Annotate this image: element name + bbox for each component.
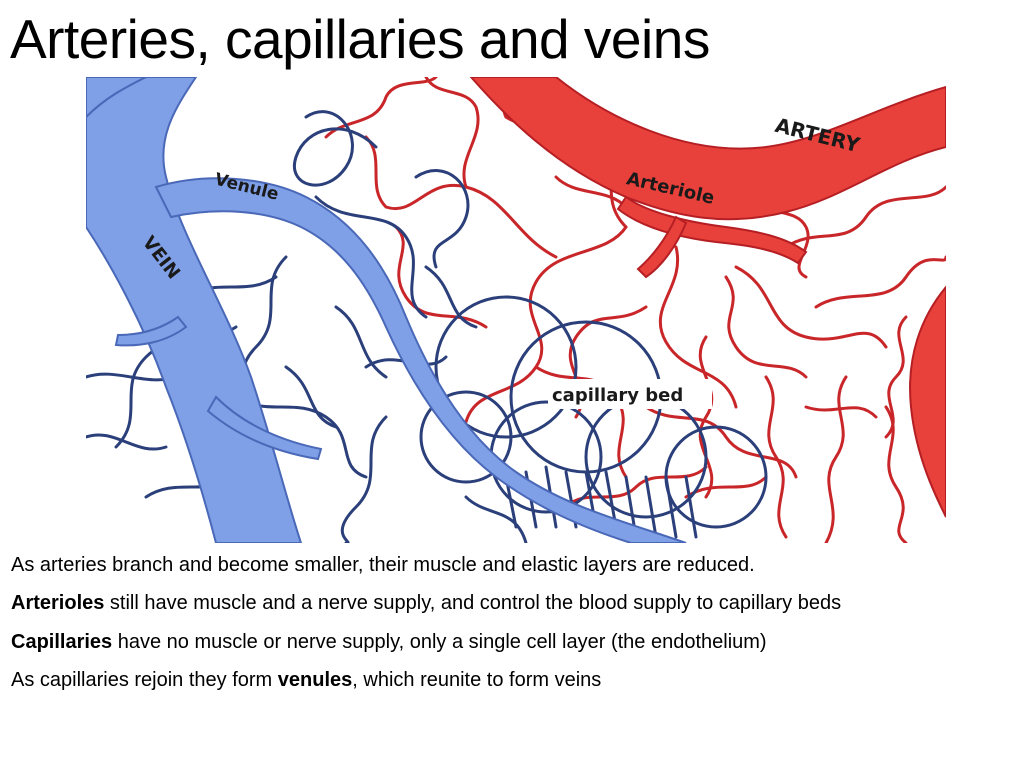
term-arterioles: Arterioles (11, 592, 105, 615)
paragraph-1: As arteries branch and become smaller, t… (11, 552, 1016, 578)
vein-vessel (86, 77, 687, 543)
capillary-bed-label-bg (548, 379, 712, 409)
paragraph-4: As capillaries rejoin they form venules,… (11, 667, 1016, 693)
vessel-diagram: ARTERY Arteriole Venule VEIN capillary b… (86, 77, 946, 543)
term-capillaries: Capillaries (11, 630, 113, 653)
artery-vessel (469, 77, 946, 518)
paragraph-2: Arterioles still have muscle and a nerve… (11, 590, 1016, 616)
vessel-diagram-illustration: ARTERY Arteriole Venule VEIN capillary b… (86, 77, 946, 543)
paragraph-1-text: As arteries branch and become smaller, t… (11, 554, 755, 576)
term-venules: venules (277, 669, 353, 692)
paragraph-3: Capillaries have no muscle or nerve supp… (11, 629, 1016, 655)
slide-title: Arteries, capillaries and veins (10, 8, 710, 70)
capillary-bed-label: capillary bed (552, 385, 683, 406)
body-text: As arteries branch and become smaller, t… (11, 552, 1016, 706)
paragraph-4-text-after: , which reunite to form veins (352, 669, 602, 692)
paragraph-3-text: have no muscle or nerve supply, only a s… (112, 630, 767, 653)
paragraph-4-text-before: As capillaries rejoin they form (11, 669, 278, 692)
paragraph-2-text: still have muscle and a nerve supply, an… (104, 592, 842, 615)
